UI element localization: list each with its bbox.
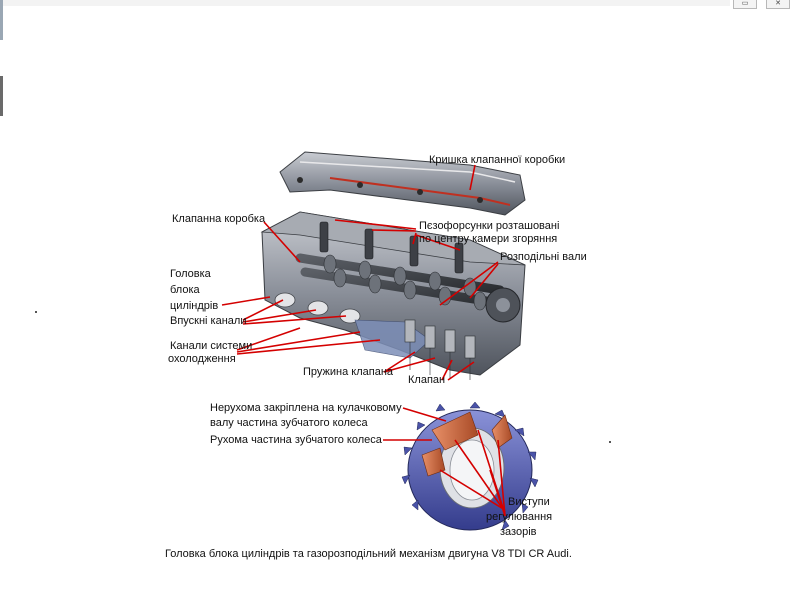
label-lugs-line3: зазорів — [500, 526, 536, 539]
stray-dot — [35, 311, 37, 313]
label-intake-ports: Впускні канали — [170, 315, 246, 328]
label-injectors-line1: Пєзофорсунки розташовані — [419, 220, 559, 233]
label-valve: Клапан — [408, 374, 445, 387]
label-cooling-line1: Канали системи — [170, 340, 252, 353]
label-valve-box: Клапанна коробка — [172, 213, 265, 226]
label-valve-cover: Кришка клапанної коробки — [429, 154, 565, 167]
figure-caption: Головка блока циліндрів та газорозподіль… — [165, 548, 572, 560]
label-moving-gear: Рухома частина зубчатого колеса — [210, 434, 382, 447]
label-fixed-gear-line1: Нерухома закріплена на кулачковому — [210, 402, 402, 415]
label-head-line1: Головка — [170, 268, 211, 281]
label-lugs-line1: Виступи — [508, 496, 550, 509]
label-lugs-line2: регулювання — [486, 511, 552, 524]
label-fixed-gear-line2: валу частина зубчатого колеса — [210, 417, 368, 430]
label-head-line2: блока — [170, 284, 200, 297]
label-head-line3: циліндрів — [170, 300, 218, 313]
label-camshafts: Розподільні вали — [500, 251, 587, 264]
label-injectors-line2: по центру камери згоряння — [419, 233, 557, 246]
label-valve-spring: Пружина клапана — [303, 366, 393, 379]
label-cooling-line2: охолодження — [168, 353, 236, 366]
stray-dot — [609, 441, 611, 443]
